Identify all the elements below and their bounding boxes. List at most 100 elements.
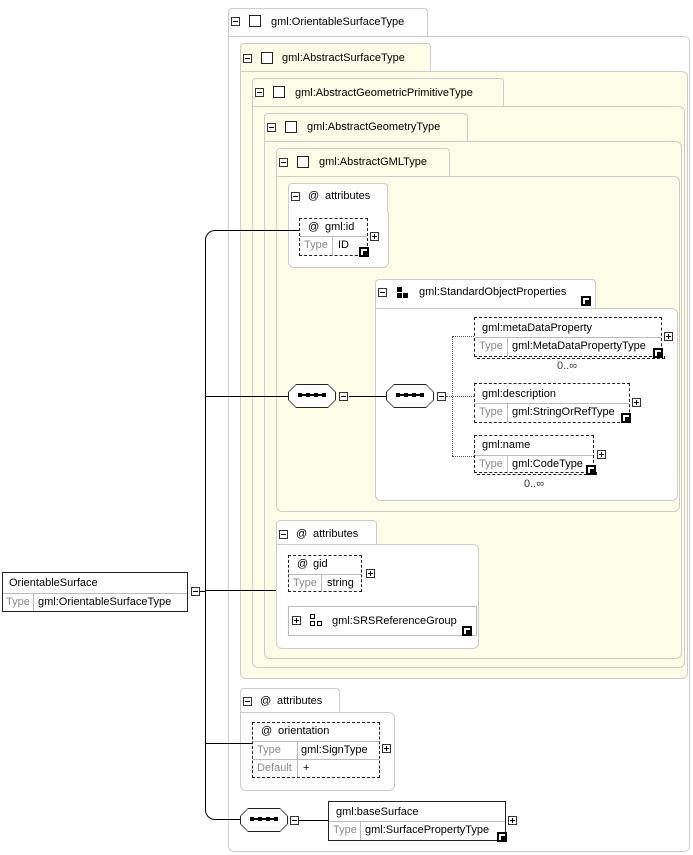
orientable-surface-root[interactable]: OrientableSurface Type gml:OrientableSur…	[2, 572, 188, 612]
link-icon[interactable]	[621, 413, 631, 423]
expand-base-surface-button[interactable]	[508, 816, 517, 825]
collapse-attributes-button[interactable]	[291, 192, 300, 201]
description-element[interactable]: gml:description Type gml:StringOrRefType	[474, 383, 630, 423]
orientable-surface-type-tab	[228, 8, 428, 37]
expand-meta-data-property-button[interactable]	[664, 332, 673, 341]
collapse-standard-object-properties-button[interactable]	[378, 288, 387, 297]
name-element-occurrence: 0..∞	[524, 478, 545, 490]
link-icon[interactable]	[359, 247, 369, 257]
complex-type-icon	[249, 15, 261, 27]
complex-type-icon	[261, 52, 273, 64]
name-element-type: gml:CodeType	[512, 458, 583, 470]
expand-orientation-button[interactable]	[382, 744, 391, 753]
group-icon	[396, 286, 410, 300]
link-icon[interactable]	[581, 296, 591, 306]
srs-reference-group[interactable]: gml:SRSReferenceGroup	[288, 606, 477, 636]
expand-gid-button[interactable]	[366, 569, 375, 578]
gml-id-type: ID	[338, 239, 349, 251]
expand-srs-reference-group-button[interactable]	[292, 616, 301, 625]
meta-data-property-element[interactable]: gml:metaDataProperty Type gml:MetaDataPr…	[474, 317, 662, 357]
sequence-compositor[interactable]	[240, 808, 288, 832]
expand-description-button[interactable]	[632, 398, 641, 407]
collapse-sequence-button[interactable]	[437, 392, 446, 401]
sequence-compositor[interactable]	[288, 384, 336, 408]
attribute-icon: @	[297, 558, 309, 570]
collapse-abstract-gml-type-button[interactable]	[279, 158, 288, 167]
attributes-group-tab	[240, 688, 340, 713]
orientation-type: gml:SignType	[301, 744, 368, 756]
type-label: Type	[304, 239, 328, 251]
collapse-abstract-geometry-type-button[interactable]	[267, 123, 276, 132]
connector-line	[206, 396, 288, 397]
description-name: gml:description	[482, 388, 556, 400]
sequence-compositor[interactable]	[386, 384, 434, 408]
connector-line	[214, 230, 299, 231]
type-label: Type	[479, 458, 503, 470]
attribute-icon: @	[260, 695, 272, 707]
type-label: Type	[257, 744, 281, 756]
attributes-title: attributes	[277, 695, 323, 707]
connector-line	[200, 591, 206, 592]
collapse-sequence-button[interactable]	[339, 392, 348, 401]
link-icon[interactable]	[462, 626, 472, 636]
srs-reference-group-title: gml:SRSReferenceGroup	[332, 615, 457, 627]
type-label: Type	[479, 340, 503, 352]
attribute-icon: @	[308, 190, 320, 202]
connector-line	[214, 819, 240, 820]
collapse-abstract-surface-type-button[interactable]	[243, 54, 252, 63]
link-icon[interactable]	[586, 465, 596, 475]
collapse-attributes-button[interactable]	[279, 530, 288, 539]
gid-type: string	[327, 577, 354, 589]
base-surface-name: gml:baseSurface	[336, 806, 419, 818]
name-element[interactable]: gml:name Type gml:CodeType	[474, 435, 594, 473]
attribute-icon: @	[296, 528, 308, 540]
attributes-title: attributes	[313, 528, 359, 540]
meta-data-property-occurrence: 0..∞	[557, 360, 578, 372]
complex-type-icon	[297, 156, 309, 168]
type-label: Type	[479, 406, 503, 418]
gml-id-name: gml:id	[325, 221, 355, 233]
connector-line	[205, 230, 215, 820]
link-icon[interactable]	[653, 348, 663, 358]
name-element-name: gml:name	[482, 439, 531, 451]
collapse-abstract-geometric-primitive-type-button[interactable]	[255, 88, 264, 97]
attributes-group-tab	[288, 183, 388, 213]
base-surface-element[interactable]: gml:baseSurface Type gml:SurfaceProperty…	[328, 801, 506, 841]
expand-gml-id-button[interactable]	[370, 232, 379, 241]
collapse-sequence-button[interactable]	[290, 816, 299, 825]
abstract-geometric-primitive-type-tab	[252, 78, 504, 107]
orientation-name: orientation	[278, 725, 330, 737]
connector-line	[206, 590, 276, 591]
connector-line	[206, 743, 252, 744]
link-icon[interactable]	[497, 832, 507, 842]
abstract-geometry-type-tab	[264, 113, 468, 142]
standard-object-properties-title: gml:StandardObjectProperties	[419, 286, 567, 298]
attributes-title: attributes	[325, 190, 371, 202]
collapse-root-button[interactable]	[191, 587, 200, 596]
collapse-orientable-surface-type-button[interactable]	[231, 17, 240, 26]
collapse-attributes-button[interactable]	[243, 697, 252, 706]
attributes-group-tab	[276, 520, 377, 545]
base-surface-type: gml:SurfacePropertyType	[365, 824, 490, 836]
complex-type-icon	[285, 121, 297, 133]
attribute-icon: @	[308, 221, 320, 233]
gid-attribute[interactable]: @ gid Type string	[288, 555, 362, 592]
meta-data-property-type: gml:MetaDataPropertyType	[512, 340, 646, 352]
abstract-gml-type-title: gml:AbstractGMLType	[319, 156, 427, 168]
meta-data-property-name: gml:metaDataProperty	[482, 322, 593, 334]
default-label: Default	[257, 762, 292, 774]
attribute-group-icon	[310, 614, 324, 628]
orientation-default: +	[303, 762, 310, 774]
abstract-surface-type-title: gml:AbstractSurfaceType	[282, 52, 405, 64]
attribute-icon: @	[261, 725, 273, 737]
root-type: gml:OrientableSurfaceType	[38, 596, 172, 608]
gml-id-attribute[interactable]: @ gml:id Type ID	[299, 218, 368, 256]
orientation-attribute[interactable]: @ orientation Type gml:SignType Default …	[252, 722, 380, 778]
standard-object-properties-tab	[375, 279, 596, 309]
gid-name: gid	[313, 558, 328, 570]
type-label: Type	[293, 577, 317, 589]
type-label: Type	[6, 596, 30, 608]
abstract-geometry-type-title: gml:AbstractGeometryType	[307, 121, 441, 133]
expand-name-button[interactable]	[597, 450, 606, 459]
complex-type-icon	[273, 86, 285, 98]
